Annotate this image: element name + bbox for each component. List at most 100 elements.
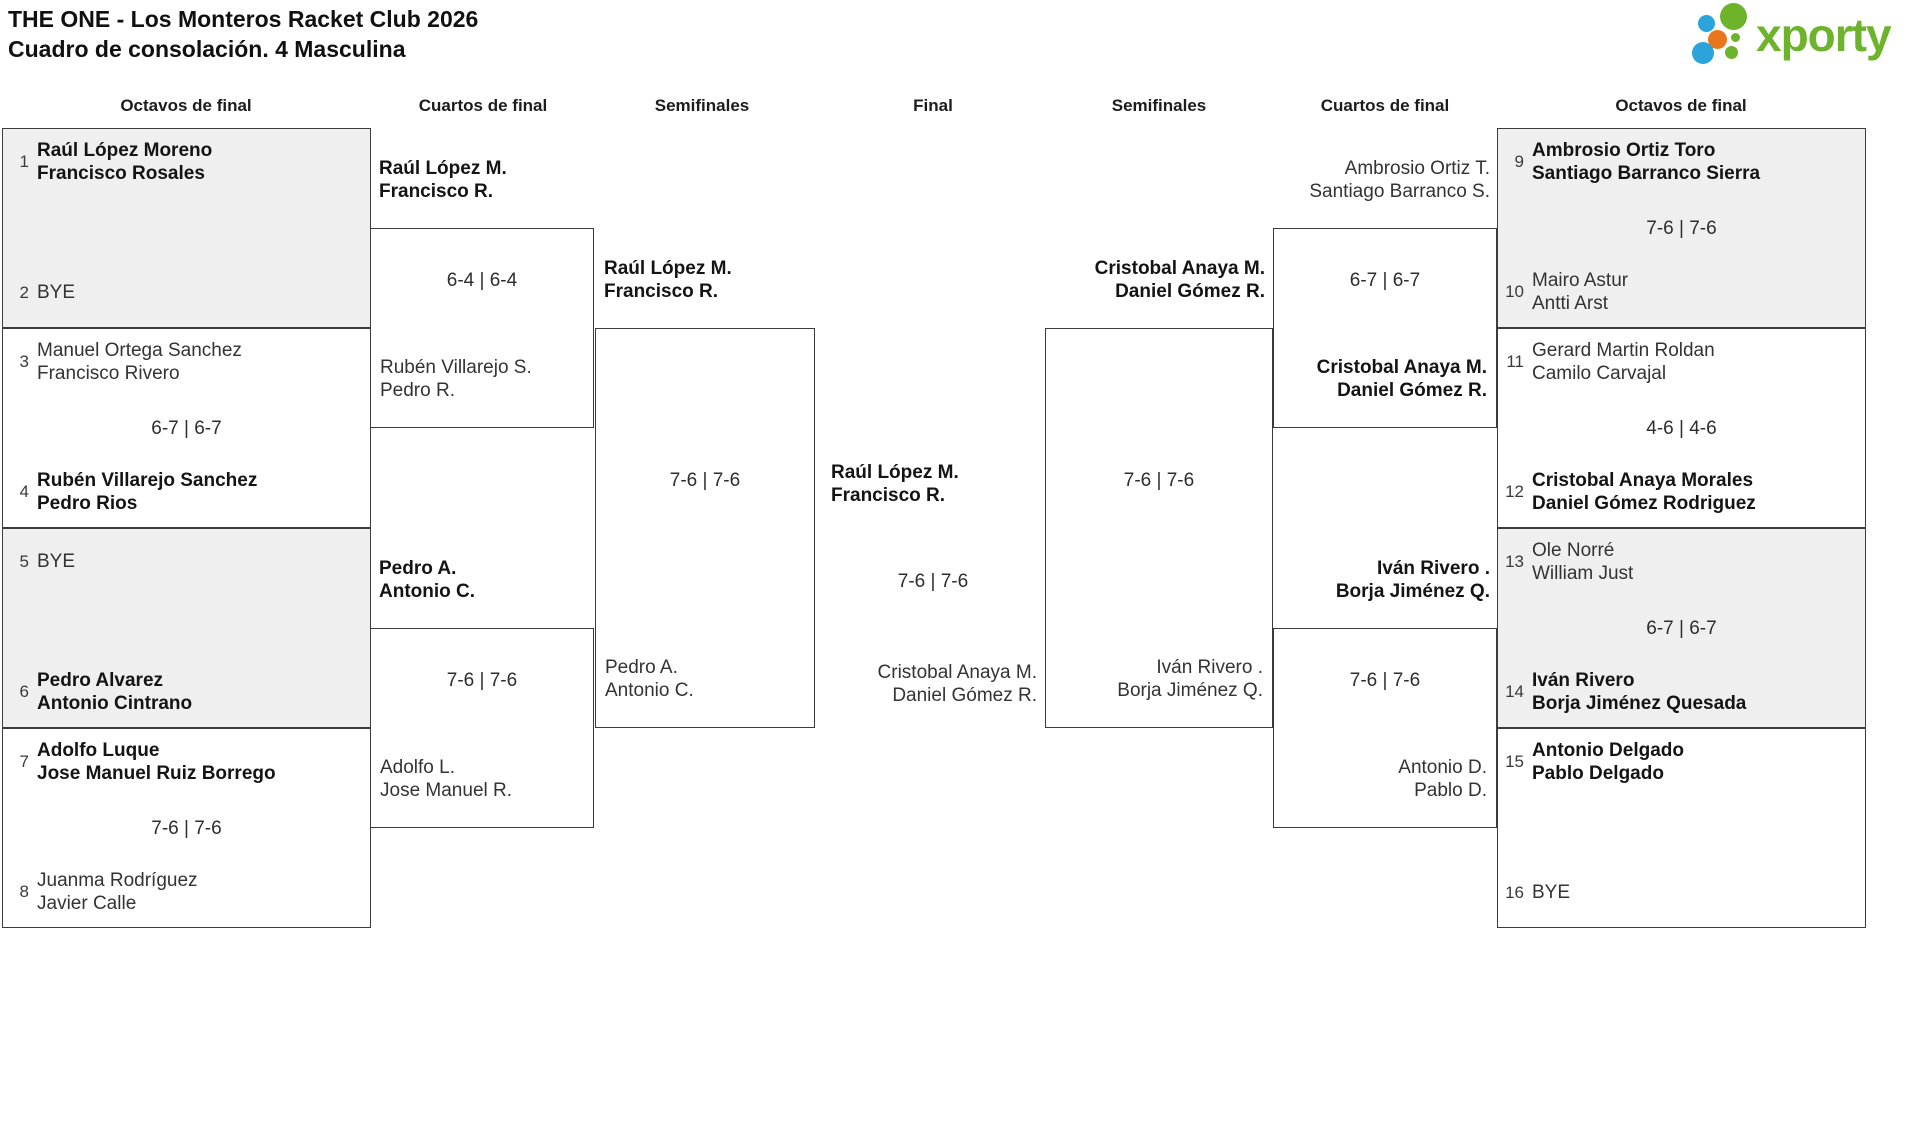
advancing-team-label: Iván Rivero .Borja Jiménez Q. (1335, 558, 1490, 602)
team-names: BYE (37, 282, 76, 303)
match-score: 6-4 | 6-4 (446, 270, 518, 291)
logo-dot-green-large (1720, 3, 1747, 30)
match-box-qf-right-2[interactable]: 7-6 | 7-6 Antonio D.Pablo D. (1273, 628, 1497, 828)
final-winner-label: Raúl López M.Francisco R. (831, 462, 959, 506)
final-score: 7-6 | 7-6 (897, 571, 969, 592)
match-box-qf-left-1[interactable]: 6-4 | 6-4 Rubén Villarejo S.Pedro R. (370, 228, 594, 428)
advancing-team-label: Antonio D.Pablo D. (1398, 757, 1487, 801)
team-entry: 2 BYE (3, 281, 370, 304)
logo-dot-green-tiny (1731, 33, 1740, 42)
round-header-cuartos-right: Cuartos de final (1320, 96, 1450, 115)
match-score: 7-6 | 7-6 (151, 818, 222, 839)
match-score: 6-7 | 6-7 (151, 418, 222, 439)
round-header-octavos-right: Octavos de final (1615, 96, 1747, 115)
seed-number: 8 (19, 882, 29, 901)
match-box-qf-left-2[interactable]: 7-6 | 7-6 Adolfo L.Jose Manuel R. (370, 628, 594, 828)
match-score: 6-7 | 6-7 (1349, 270, 1421, 291)
match-score: 7-6 | 7-6 (1123, 470, 1195, 491)
logo-dot-orange (1708, 30, 1727, 49)
advancing-team-label: Raúl López M.Francisco R. (379, 158, 507, 202)
match-score: 4-6 | 4-6 (1646, 418, 1717, 439)
round-header-semis-right: Semifinales (1111, 96, 1207, 115)
team-names: BYE (1532, 882, 1571, 903)
round-header-semis-left: Semifinales (654, 96, 750, 115)
match-box-sf-left[interactable]: 7-6 | 7-6 Pedro A.Antonio C. (595, 328, 815, 728)
round-header-final: Final (913, 96, 953, 115)
match-score: 7-6 | 7-6 (669, 470, 741, 491)
team-names: BYE (37, 551, 76, 572)
advancing-team-label: Cristobal Anaya M.Daniel Gómez R. (1316, 357, 1487, 401)
seed-number: 6 (19, 682, 29, 701)
logo-wordmark: xporty (1756, 9, 1892, 61)
seed-number: 7 (19, 752, 29, 771)
logo-dot-green-small (1725, 46, 1738, 59)
advancing-team-label: Raúl López M.Francisco R. (604, 258, 732, 302)
seed-number: 2 (19, 282, 29, 302)
match-score: 7-6 | 7-6 (1646, 218, 1717, 239)
match-score: 7-6 | 7-6 (1349, 670, 1421, 691)
logo-dot-blue-large (1692, 42, 1714, 64)
match-box-sf-right[interactable]: 7-6 | 7-6 Iván Rivero .Borja Jiménez Q. (1045, 328, 1273, 728)
advancing-team-label: Iván Rivero .Borja Jiménez Q. (1117, 657, 1263, 701)
seed-number: 4 (19, 482, 29, 501)
tournament-title: THE ONE - Los Monteros Racket Club 2026 (8, 6, 479, 32)
match-box-qf-right-1[interactable]: 6-7 | 6-7 Cristobal Anaya M.Daniel Gómez… (1273, 228, 1497, 428)
team-entry: 16 BYE (1498, 881, 1865, 904)
seed-number: 5 (19, 551, 29, 571)
advancing-team-label: Pedro A.Antonio C. (605, 657, 694, 701)
round-header-octavos-left: Octavos de final (120, 96, 252, 115)
advancing-team-label: Pedro A.Antonio C. (379, 558, 476, 602)
bracket-subtitle: Cuadro de consolación. 4 Masculina (8, 36, 406, 62)
seed-number: 1 (19, 152, 29, 171)
seed-number: 3 (19, 352, 29, 371)
seed-number: 12 (1505, 482, 1524, 501)
round-header-cuartos-left: Cuartos de final (418, 96, 548, 115)
advancing-team-label: Cristobal Anaya M.Daniel Gómez R. (1094, 258, 1265, 302)
seed-number: 10 (1505, 282, 1524, 301)
team-entry: 5 BYE (3, 550, 370, 573)
seed-number: 11 (1506, 352, 1524, 371)
seed-number: 9 (1514, 152, 1524, 171)
seed-number: 15 (1505, 752, 1524, 771)
seed-number: 14 (1505, 682, 1524, 701)
advancing-team-label: Ambrosio Ortiz T.Santiago Barranco S. (1309, 158, 1490, 202)
advancing-team-label: Adolfo L.Jose Manuel R. (380, 757, 513, 801)
seed-number: 13 (1505, 552, 1524, 571)
match-score: 7-6 | 7-6 (446, 670, 518, 691)
advancing-team-label: Rubén Villarejo S.Pedro R. (380, 357, 532, 401)
match-score: 6-7 | 6-7 (1646, 618, 1717, 639)
